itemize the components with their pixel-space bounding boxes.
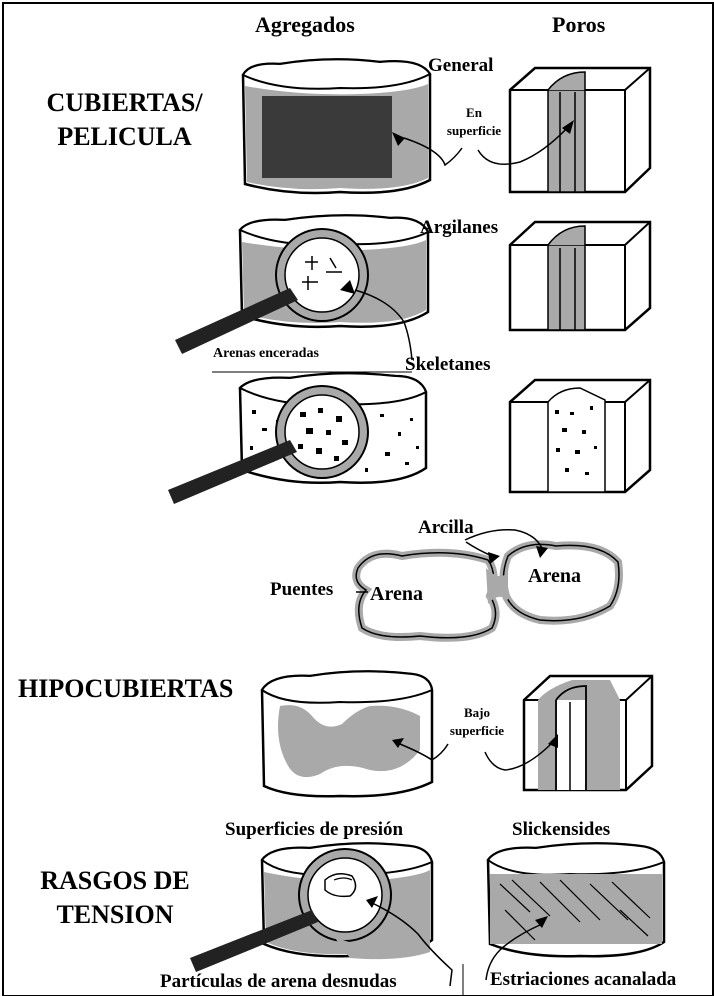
label-arcilla: Arcilla: [418, 517, 474, 538]
bridges-diagram: [352, 540, 623, 642]
pore-argilanes: [508, 220, 652, 332]
connector-en-superficie: [403, 124, 571, 167]
aggregate-slickensides: [486, 842, 666, 958]
label-en-superficie: En superficie: [446, 105, 502, 138]
arrow-arcilla-left: [488, 552, 500, 564]
pore-hypocoating: [522, 674, 654, 792]
label-estriaciones: Estriaciones acanalada: [490, 969, 677, 990]
label-arenas-enceradas: Arenas enceradas: [213, 346, 319, 361]
section-hipocubiertas: HIPOCUBIERTAS: [18, 674, 234, 703]
label-general: General: [428, 55, 494, 76]
section-rasgos-tension: RASGOS DE TENSION: [40, 866, 190, 929]
label-skeletanes: Skeletanes: [405, 354, 491, 375]
pore-skeletanes: [508, 378, 652, 494]
header-agregados: Agregados: [255, 12, 355, 37]
label-arena-left: Arena: [370, 583, 423, 605]
aggregate-skeletanes: [168, 372, 428, 504]
section-cubiertas: CUBIERTAS/ PELICULA: [46, 88, 203, 151]
aggregate-argilanes: [175, 214, 430, 354]
label-superficies-presion: Superficies de presión: [225, 819, 404, 840]
arrow-en-superficie: [562, 120, 574, 134]
label-argilanes: Argilanes: [420, 217, 499, 238]
pore-coating-general: [508, 66, 652, 194]
header-poros: Poros: [552, 12, 606, 37]
connector-bajo-superficie: [394, 739, 556, 771]
label-puentes: Puentes: [270, 579, 334, 600]
connector-arenas-enceradas: [354, 289, 413, 361]
label-slickensides: Slickensides: [512, 819, 611, 840]
arrow-bajo-superficie-right: [548, 734, 558, 748]
connector-estriaciones: [485, 923, 543, 981]
arrow-arcilla-right: [536, 546, 548, 558]
aggregate-coating-general: [241, 58, 432, 195]
aggregate-hypocoating: [260, 670, 434, 798]
label-arena-right: Arena: [528, 565, 581, 587]
aggregate-pressure-faces: [190, 842, 434, 972]
label-particulas-arena: Partículas de arena desnudas: [160, 971, 397, 992]
label-bajo-superficie: Bajo superficie: [449, 705, 505, 738]
arrow-bajo-superficie-left: [392, 738, 404, 748]
connector-particulas: [369, 901, 453, 987]
